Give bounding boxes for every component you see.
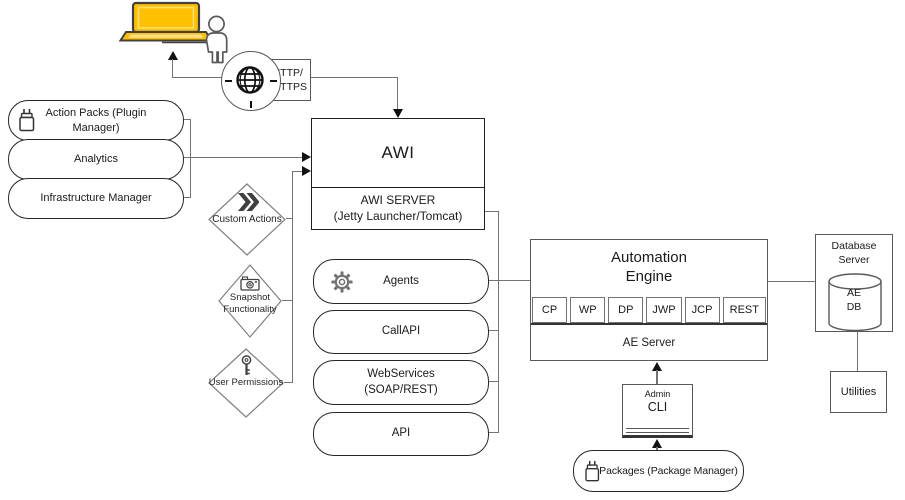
packages-label: Packages (Package Manager) (599, 464, 738, 477)
laptop-icon (118, 1, 214, 42)
feature-snapshot-functionality: Snapshot Functionality (218, 264, 282, 338)
ae-server-label: AE Server (622, 336, 676, 349)
connector-line (286, 218, 293, 220)
feature-user-permissions: User Permissions (208, 348, 284, 418)
globe-dash-right (270, 79, 277, 83)
interface-label: CallAPI (381, 325, 421, 338)
client-graphic (118, 1, 228, 64)
connector-line (292, 171, 303, 173)
connector-line (487, 330, 499, 332)
connector-line (857, 332, 859, 371)
interface-label: API (391, 427, 411, 440)
connector-line (182, 119, 191, 121)
connector-line (311, 77, 398, 79)
packages-box: Packages (Package Manager) (573, 450, 744, 492)
connector-line (397, 77, 399, 110)
connector-line (182, 157, 303, 159)
connector-line (284, 382, 293, 384)
awi-server-label: AWI SERVER (Jetty Launcher/Tomcat) (312, 187, 484, 229)
plug-icon (19, 109, 35, 132)
connector-line (487, 280, 530, 282)
database-server-title: Database Server (816, 240, 892, 267)
module-label: Manager) (72, 121, 120, 134)
process-cell-dp: DP (608, 297, 644, 323)
ae-title-line1: Automation (611, 249, 687, 267)
connector-line (656, 447, 658, 450)
globe-network-icon (221, 51, 281, 111)
process-cell-wp: WP (570, 297, 606, 323)
ae-process-row: CP WP DP JWP JCP REST (531, 296, 767, 325)
module-analytics: Analytics (8, 139, 184, 180)
connector-line (190, 119, 192, 198)
gear-icon (331, 270, 353, 293)
module-label: Analytics (73, 153, 119, 166)
db-title-line2: Server (838, 253, 870, 266)
feature-custom-actions: Custom Actions (208, 183, 286, 256)
arrow-into-awi-left-2 (302, 166, 311, 176)
db-title-line1: Database (831, 240, 877, 252)
interface-callapi: CallAPI (313, 310, 489, 354)
connector-line (282, 300, 293, 302)
module-label: Action Packs (Plugin (45, 106, 147, 119)
connector-line (172, 77, 230, 79)
awi-box: AWI AWI SERVER (Jetty Launcher/Tomcat) (311, 118, 485, 230)
double-chevron-icon (238, 193, 259, 211)
arrow-to-client (167, 51, 178, 60)
utilities-label: Utilities (840, 386, 877, 398)
process-cell-jcp: JCP (684, 297, 720, 323)
process-cell-cp: CP (532, 297, 568, 323)
arrow-into-admin-cli (652, 439, 662, 448)
interface-agents: Agents (313, 259, 489, 304)
http-label-line2: HTTPS (272, 81, 307, 93)
utilities-box: Utilities (830, 371, 887, 413)
connector-line (656, 370, 658, 384)
connector-line (485, 211, 499, 213)
feature-label: Custom Actions (212, 214, 282, 225)
interface-label: WebServices (367, 367, 435, 380)
connector-line (487, 432, 499, 434)
automation-engine-box: Automation Engine CP WP DP JWP JCP REST … (530, 239, 768, 361)
ae-title-line2: Engine (625, 268, 673, 285)
awi-server-line1: AWI SERVER (360, 192, 436, 207)
feature-label: Snapshot (229, 292, 271, 303)
cylinder-icon (828, 273, 882, 332)
connector-line (498, 211, 500, 433)
connector-line (182, 197, 191, 199)
db-name-line2: DB (846, 300, 862, 313)
db-name-line1: AE (846, 287, 861, 299)
automation-engine-title: Automation Engine (531, 240, 767, 296)
arrow-into-awi-top (392, 109, 403, 118)
person-icon (205, 15, 228, 64)
globe-dash-bottom (249, 101, 253, 108)
admin-label: Admin (644, 389, 671, 399)
ae-db-label: AE DB (828, 287, 880, 314)
connector-line (292, 171, 294, 383)
process-cell-jwp: JWP (646, 297, 682, 323)
plug-icon (585, 460, 600, 482)
connector-line (487, 381, 499, 383)
interface-webservices: WebServices (SOAP/REST) (313, 360, 489, 405)
database-server-box: Database Server AE DB (815, 234, 893, 332)
arrow-into-ae-bottom (652, 362, 662, 371)
interface-label: Agents (383, 274, 419, 287)
module-action-packs: Action Packs (Plugin Manager) (8, 100, 184, 141)
awi-title: AWI (381, 143, 415, 162)
module-label: Infrastructure Manager (40, 192, 152, 205)
connector-line (768, 281, 815, 283)
globe-dash-left (225, 79, 232, 83)
feature-label: User Permissions (208, 377, 284, 388)
arrow-into-awi-left-1 (302, 152, 311, 162)
cli-window-lines (626, 428, 689, 433)
interface-label: (SOAP/REST) (364, 383, 438, 396)
admin-cli-box: Admin CLI (622, 384, 693, 438)
awi-server-line2: (Jetty Launcher/Tomcat) (333, 208, 463, 223)
interface-api: API (313, 412, 489, 456)
cli-label: CLI (647, 400, 668, 414)
key-icon (241, 355, 252, 375)
feature-label: Functionality (223, 303, 277, 315)
process-cell-rest: REST (722, 297, 767, 323)
camera-icon (240, 276, 260, 291)
connector-line (172, 59, 174, 78)
module-infrastructure-manager: Infrastructure Manager (8, 178, 184, 219)
